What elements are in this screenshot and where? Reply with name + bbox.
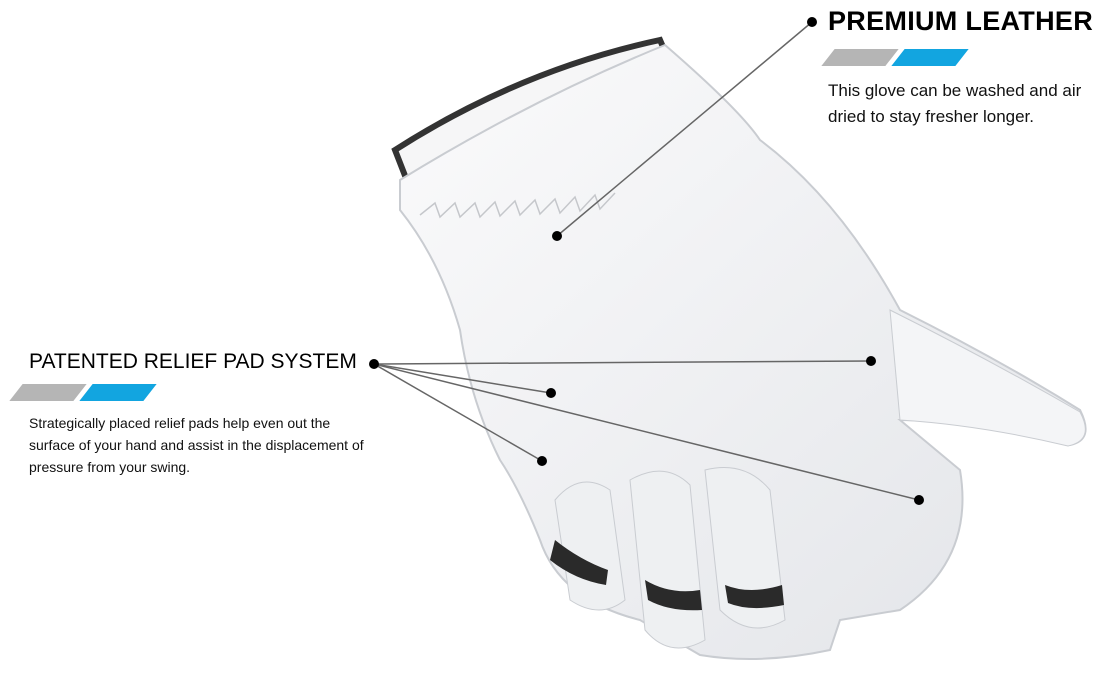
glove-finger-accent — [725, 585, 784, 609]
glove-thumb — [889, 309, 1086, 447]
callout-lines — [373, 21, 920, 501]
glove-finger — [704, 467, 786, 629]
relief-pad-description: Strategically placed relief pads help ev… — [29, 415, 364, 475]
premium-leather-title: PREMIUM LEATHER — [828, 6, 1093, 36]
accent-bar-gray — [9, 384, 87, 401]
glove-finger — [554, 481, 626, 611]
glove-stitching — [419, 192, 616, 219]
relief-accent-bars — [9, 384, 157, 401]
relief-pad-title: PATENTED RELIEF PAD SYSTEM — [29, 350, 357, 373]
callout-dots — [369, 17, 924, 505]
accent-bar-blue — [79, 384, 157, 401]
glove-finger-accent — [645, 580, 702, 611]
premium-accent-bars — [821, 49, 969, 66]
glove-finger-accent — [550, 540, 608, 585]
premium-leather-description: This glove can be washed and air dried t… — [828, 81, 1082, 126]
accent-bar-gray — [821, 49, 899, 66]
accent-bar-blue — [891, 49, 969, 66]
